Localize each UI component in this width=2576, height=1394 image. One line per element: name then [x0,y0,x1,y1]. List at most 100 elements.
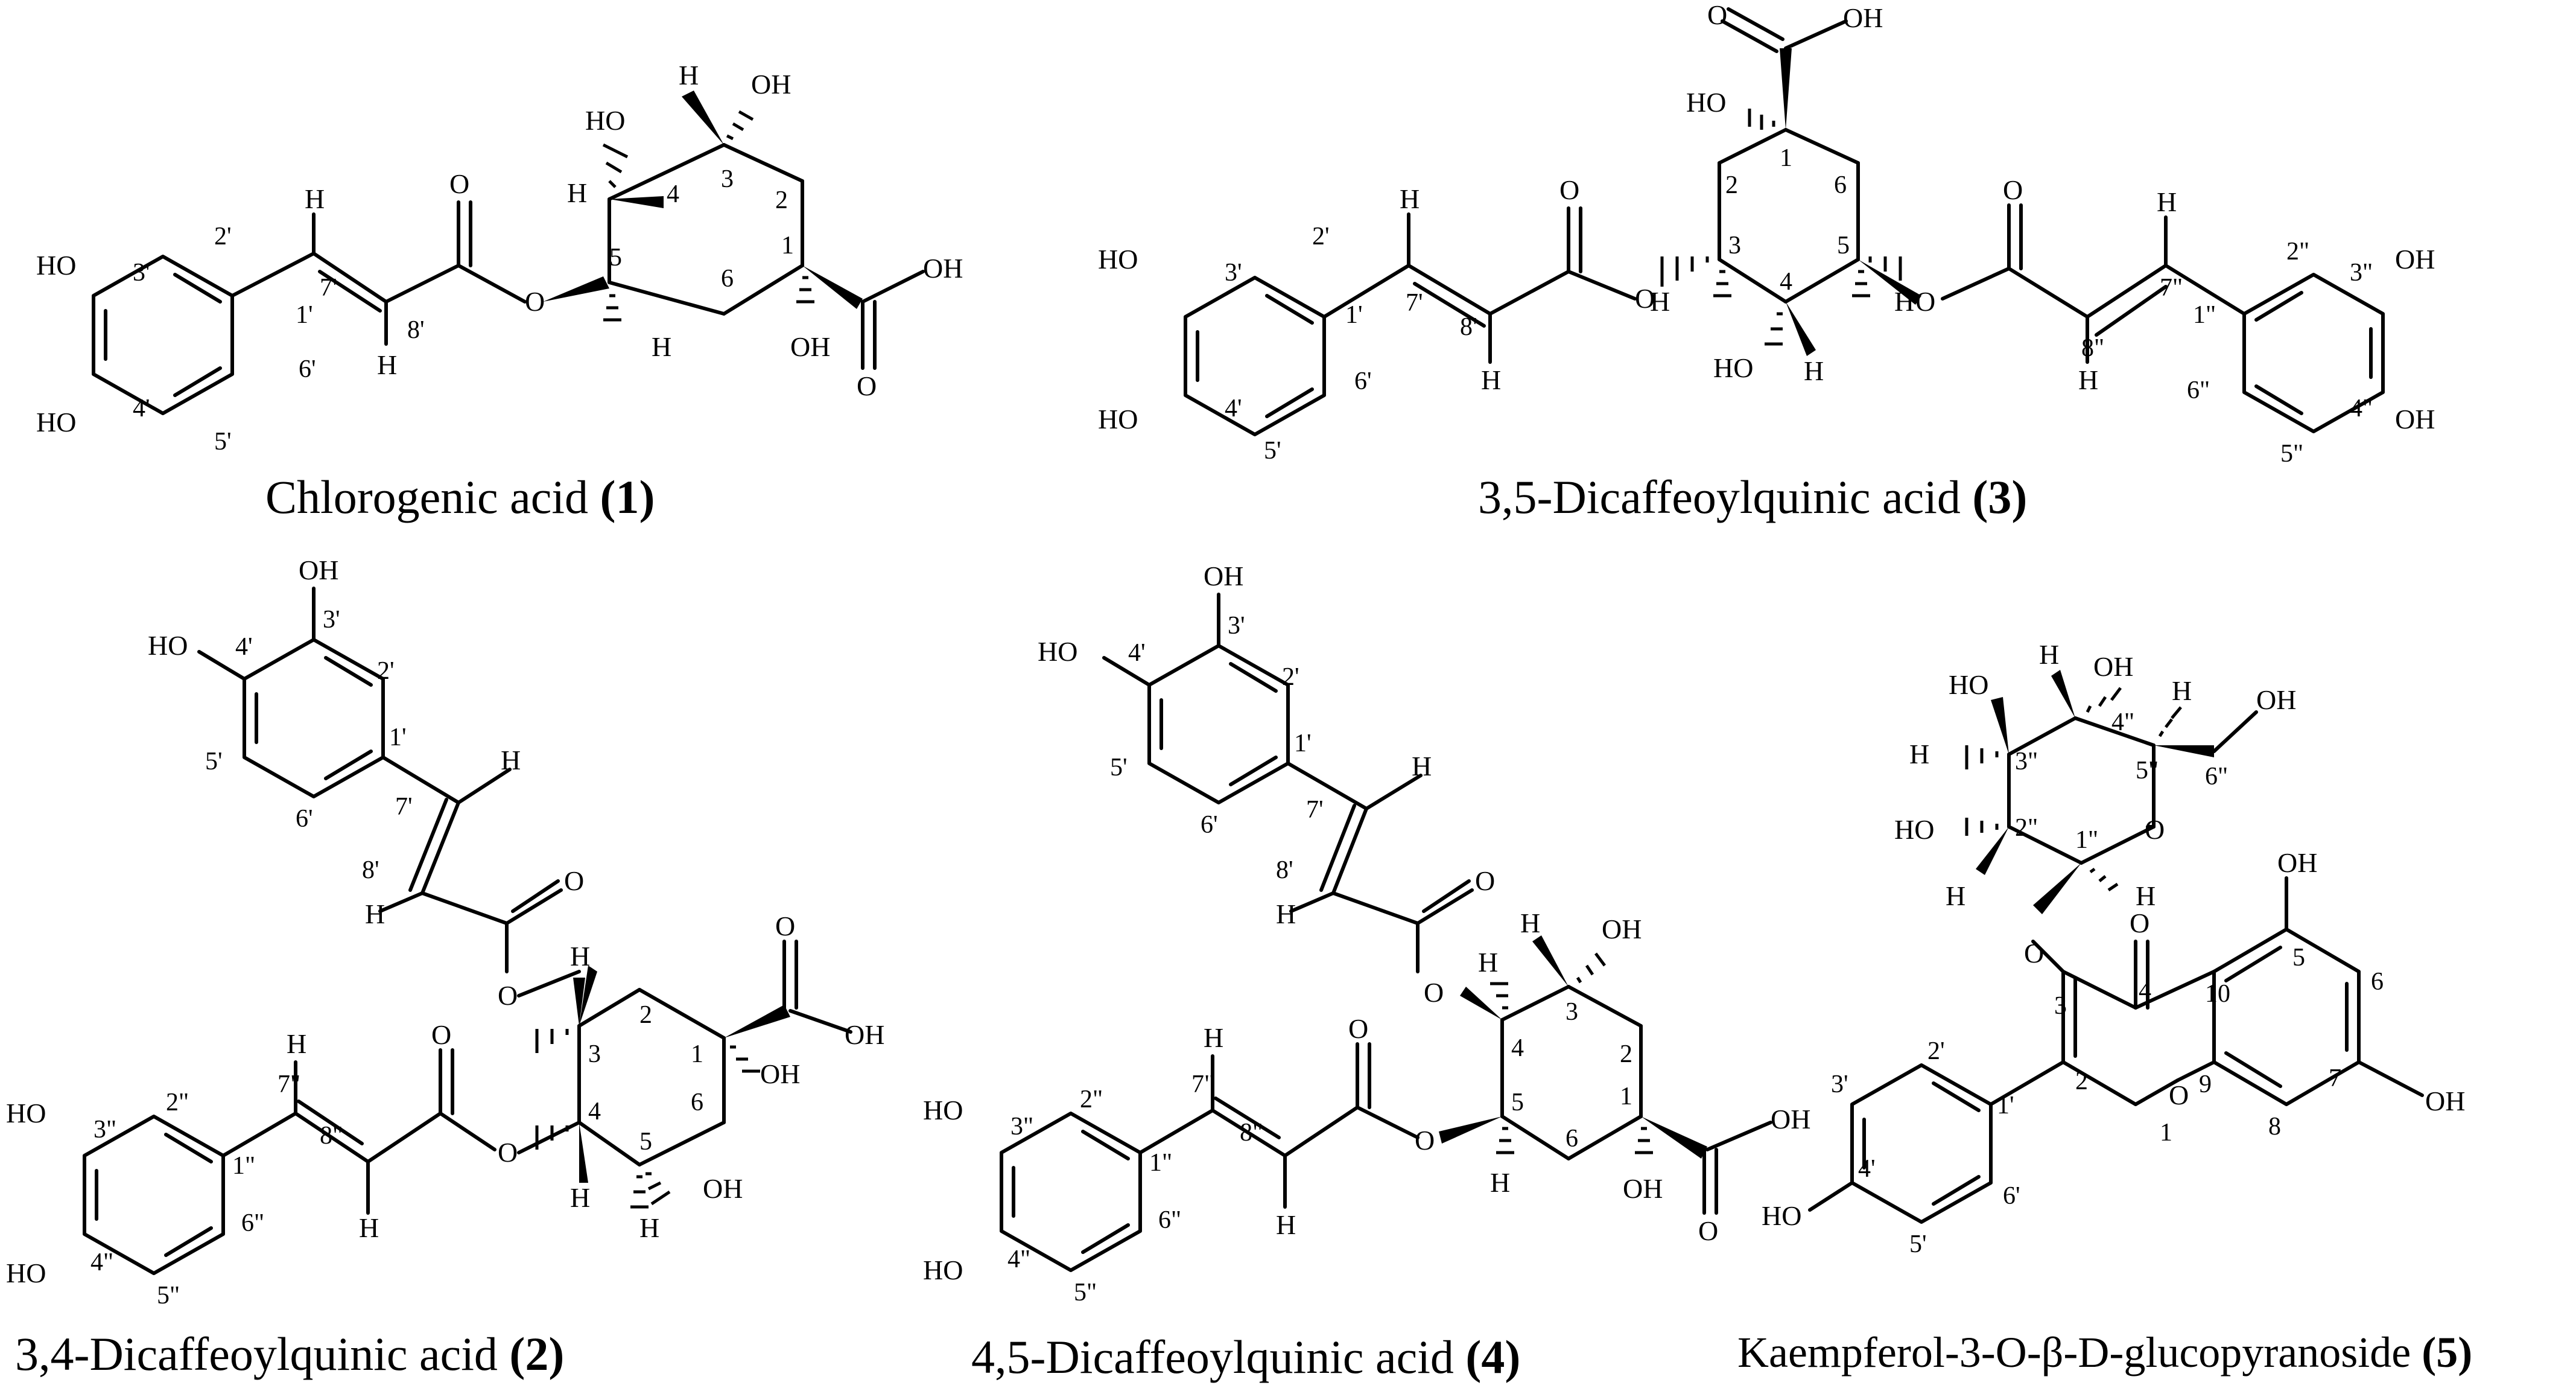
molecule-kaempferol-glucoside: HO H OH H OH H HO H H O O O OH O OH HO 4… [1737,639,2472,1376]
atom-label: H [570,1182,590,1213]
locant: 6" [241,1209,264,1237]
atom-label: OH [2425,1086,2465,1116]
locant: 3' [1225,259,1242,287]
locant: 7' [395,793,413,821]
molecule-45-dicaffeoylquinic-acid: OH HO H H O O H H OH H OH O OH O O H H H… [923,561,1810,1383]
atom-label: O [1348,1013,1368,1044]
locant: 4' [235,633,253,661]
atom-label: HO [1038,636,1077,667]
atom-label: O [1424,977,1444,1008]
locant: 6' [299,355,316,383]
atom-label: H [1478,947,1498,978]
atom-label: OH [2277,847,2317,878]
locant: 6 [2371,968,2384,996]
atom-label: HO [923,1095,963,1125]
locant: 1' [1345,301,1363,329]
atom-label: H [2039,639,2059,670]
locant: 2 [1725,171,1738,199]
locant: 4' [1128,639,1146,667]
locant: 8' [362,856,379,884]
locant: 6 [691,1089,703,1116]
locant: 2 [775,186,788,214]
atom-label: OH [760,1058,800,1089]
atom-label: HO [1713,352,1753,383]
locant: 4" [1007,1246,1030,1273]
locant: 4' [1225,395,1242,422]
atom-label: OH [2395,244,2435,275]
locant: 5' [214,428,232,456]
atom-label: O [2169,1080,2189,1110]
atom-label: H [1946,880,1965,911]
atom-label: HO [1098,244,1138,275]
locant: 3 [2054,992,2067,1020]
atom-label: H [1490,1167,1510,1198]
atom-label: H [1481,364,1501,395]
locant: 8" [320,1122,343,1150]
atom-label: HO [1949,669,1988,700]
atom-label: H [1909,739,1929,769]
locant: 8' [1460,313,1477,341]
atom-label: O [449,168,469,199]
locant: 7" [2160,274,2183,302]
atom-label: O [431,1019,451,1050]
locant: 7" [278,1071,300,1098]
atom-label: O [1635,283,1655,314]
atom-label: H [1204,1022,1223,1053]
atom-label: H [365,899,385,929]
atom-label: O [2130,908,2149,938]
atom-label: H [567,177,587,208]
locant: 5 [639,1128,652,1156]
locant: 1 [1620,1083,1632,1110]
locant: 1" [2075,826,2098,854]
locant: 8' [407,316,425,344]
atom-label: OH [703,1173,743,1204]
locant: 2' [377,657,395,685]
atom-label: HO [1762,1200,1801,1231]
locant: 3 [1728,232,1741,259]
locant: 3' [1831,1071,1848,1098]
atom-label: O [2145,814,2165,845]
atom-label: H [2078,364,2098,395]
locant: 3 [721,165,734,193]
locant: 6" [2187,377,2210,404]
atom-label: H [377,349,397,380]
locant: 8" [2081,334,2104,362]
atom-label: H [652,331,671,362]
locant: 5' [205,748,223,775]
atom-label: O [1698,1215,1718,1246]
atom-label: O [498,1137,518,1168]
atom-label: OH [2256,684,2296,715]
atom-label: HO [148,630,188,661]
locant: 5" [1074,1279,1097,1306]
locant: 2 [639,1001,652,1029]
locant: 9 [2199,1071,2212,1098]
atom-label: OH [299,555,338,585]
locant: 4" [2111,708,2134,736]
caption: 3,4-Dicaffeoylquinic acid (2) [15,1328,564,1380]
locant: 1' [389,724,407,751]
atom-label: O [2024,938,2044,969]
locant: 8" [1240,1119,1263,1147]
locant: 2" [166,1089,189,1116]
atom-label: O [498,980,518,1011]
atom-label: OH [1623,1173,1663,1204]
atom-label: H [1650,286,1670,317]
locant: 4 [1780,268,1792,296]
atom-label: OH [845,1019,884,1050]
atom-label: OH [1843,2,1883,33]
atom-label: H [1520,908,1540,938]
atom-label: O [775,911,795,941]
locant: 1 [691,1040,703,1068]
locant: 5' [1110,754,1128,781]
locant: 7' [1306,796,1324,824]
locant: 2' [1312,223,1330,250]
molecule-35-dicaffeoylquinic-acid: HO HO H H O O O OH HO H H HO H O O H H O… [1098,0,2435,523]
atom-label: HO [36,250,76,281]
locant: 6' [1354,368,1372,395]
atom-label: H [1412,751,1432,781]
locant: 4 [667,180,679,208]
locant: 6 [1834,171,1847,199]
locant: 6 [721,265,734,293]
atom-label: OH [2093,651,2133,682]
locant: 6 [1566,1125,1578,1153]
